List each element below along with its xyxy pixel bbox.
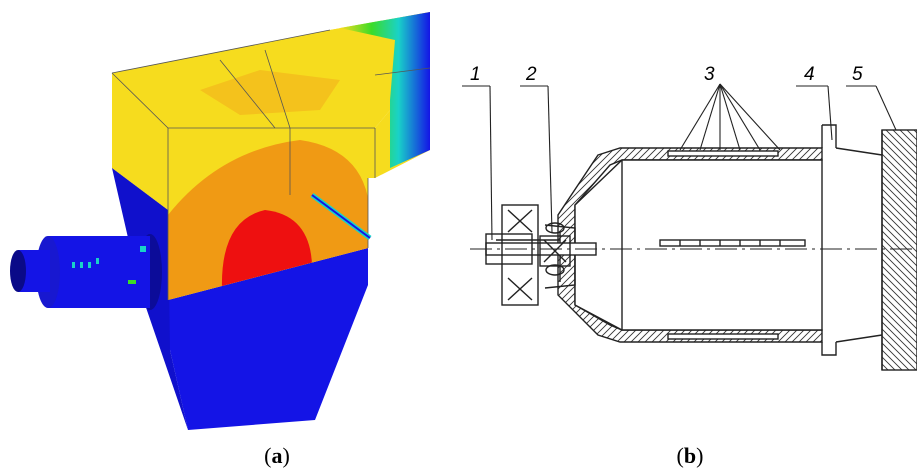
- hopper-body: [112, 168, 368, 430]
- chamber-left-face: [112, 73, 168, 210]
- callout-5: 5: [852, 64, 863, 85]
- callout-4: 4: [804, 64, 815, 85]
- slot-row-bottom: [667, 333, 779, 340]
- callout-2: 2: [525, 64, 537, 85]
- panel-b-caption: (b): [677, 443, 704, 468]
- callout-3: 3: [704, 64, 715, 85]
- panel-b-callouts: 1 2 3 4 5: [470, 64, 863, 85]
- casing-insulation: [557, 147, 823, 343]
- flue-duct-gradient: [340, 12, 430, 168]
- callout-1: 1: [470, 64, 481, 85]
- chamber-top-orange: [200, 70, 340, 115]
- leader-lines: [462, 83, 897, 241]
- chamber-edges: [111, 29, 431, 300]
- nozzle: [544, 224, 576, 289]
- coupling: [539, 235, 571, 267]
- burner-cylinder: [10, 234, 162, 310]
- panel-b-drawing: [462, 83, 917, 371]
- bearing-housing: [501, 204, 539, 306]
- panel-a-simulation: [10, 12, 431, 430]
- furnace-wall: [881, 129, 917, 371]
- slot-row-top: [667, 150, 779, 157]
- panel-a-caption: (a): [264, 443, 290, 468]
- slot-row-center: [659, 239, 806, 247]
- flange-ring: [821, 124, 837, 148]
